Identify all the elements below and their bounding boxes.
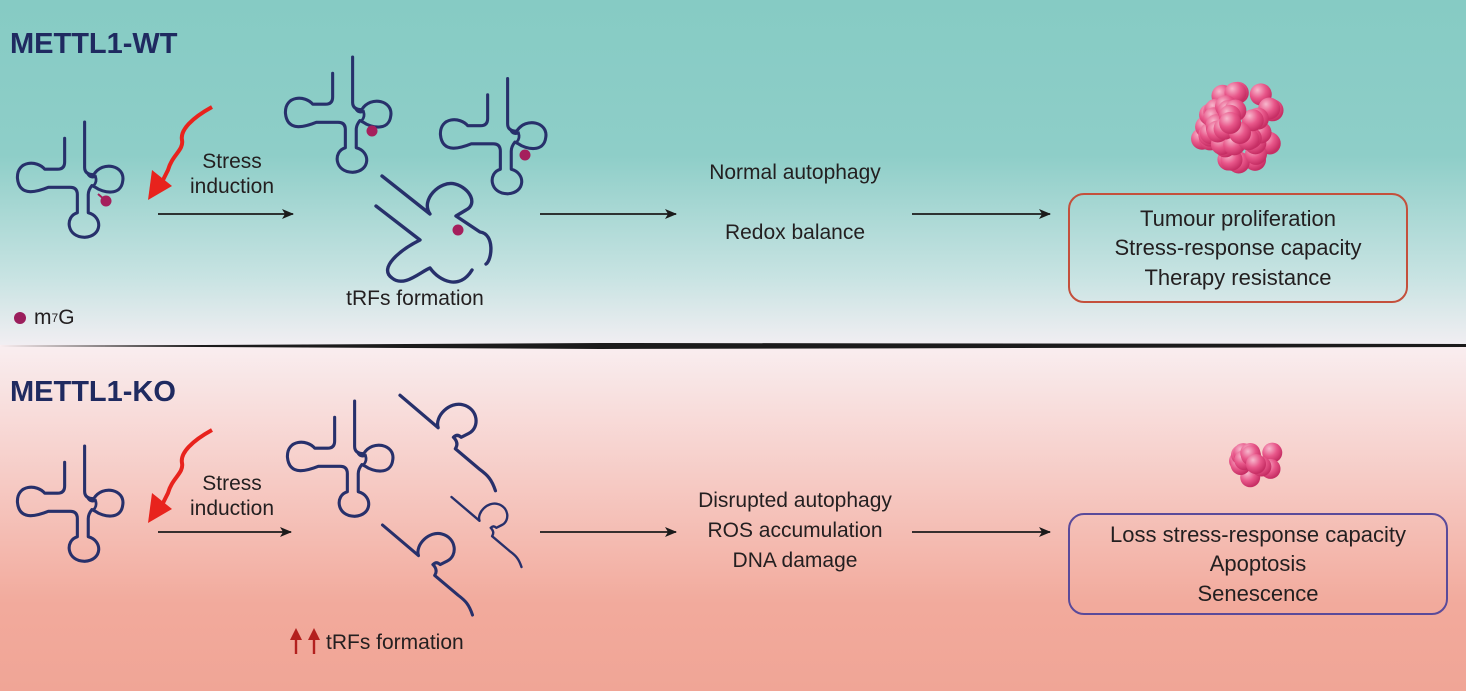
wt-trna-2 bbox=[438, 76, 548, 196]
wt-outcome-box: Tumour proliferation Stress-response cap… bbox=[1068, 193, 1408, 303]
ko-outcome-senescence: Senescence bbox=[1197, 580, 1319, 606]
panel-divider bbox=[0, 343, 1466, 349]
ko-upregulation-arrows-icon bbox=[290, 628, 320, 654]
m7g-dot-icon bbox=[519, 149, 531, 161]
tumour-cell bbox=[1262, 442, 1283, 463]
m7g-dot-icon bbox=[14, 312, 26, 324]
ko-trf-fragment bbox=[398, 393, 498, 493]
wt-outcome-therapy-resistance: Therapy resistance bbox=[1144, 264, 1332, 290]
m7g-dot-icon bbox=[452, 224, 464, 236]
stress-label-line: Stress bbox=[202, 472, 262, 495]
ko-panel bbox=[0, 345, 1466, 691]
tumour-cell bbox=[1246, 454, 1267, 475]
ko-stress-label: Stress induction bbox=[182, 471, 282, 521]
wt-trna-input bbox=[15, 120, 125, 239]
legend-sup: 7 bbox=[51, 311, 59, 325]
ko-effect-dna-damage: DNA damage bbox=[732, 549, 858, 572]
wt-trf-cleaved bbox=[374, 174, 493, 284]
wt-stress-label: Stress induction bbox=[182, 149, 282, 199]
m7g-dot-icon bbox=[366, 125, 378, 137]
ko-effect-ros: ROS accumulation bbox=[707, 519, 883, 542]
ko-trfs-label: tRFs formation bbox=[326, 631, 464, 654]
ko-effect-autophagy: Disrupted autophagy bbox=[698, 489, 892, 512]
wt-panel bbox=[0, 0, 1466, 345]
ko-outcome-apoptosis: Apoptosis bbox=[1209, 551, 1307, 577]
ko-title: METTL1-KO bbox=[10, 376, 176, 408]
stress-label-line: Stress bbox=[202, 150, 262, 173]
induction-label-line: induction bbox=[189, 175, 275, 198]
wt-effect-redox: Redox balance bbox=[724, 221, 866, 244]
induction-label-line: induction bbox=[189, 497, 275, 520]
ko-trna-input bbox=[15, 444, 125, 563]
ko-trf-fragment bbox=[380, 523, 475, 617]
wt-stress-arrow-icon bbox=[148, 105, 213, 200]
wt-title: METTL1-WT bbox=[10, 28, 178, 60]
ko-outcome-loss-capacity: Loss stress-response capacity bbox=[1110, 521, 1406, 547]
ko-outcome-box: Loss stress-response capacity Apoptosis … bbox=[1068, 513, 1448, 615]
wt-effect-autophagy: Normal autophagy bbox=[709, 161, 881, 184]
ko-trf-fragment bbox=[449, 495, 524, 569]
wt-trna-1 bbox=[283, 55, 393, 175]
ko-stress-arrow-icon bbox=[148, 428, 213, 523]
ko-effects: Disrupted autophagy ROS accumulation DNA… bbox=[670, 486, 920, 576]
wt-outcome-proliferation: Tumour proliferation bbox=[1139, 205, 1337, 231]
legend-m: m bbox=[34, 306, 52, 329]
m7g-dot-icon bbox=[100, 195, 112, 207]
wt-tumour-cluster-icon bbox=[1191, 81, 1284, 174]
wt-outcome-stress-capacity: Stress-response capacity bbox=[1114, 235, 1362, 261]
tumour-cell bbox=[1219, 111, 1242, 134]
ko-trna-1 bbox=[285, 399, 395, 519]
ko-tumour-cluster-icon bbox=[1229, 442, 1283, 488]
legend-g: G bbox=[58, 306, 75, 329]
wt-trfs-label: tRFs formation bbox=[346, 287, 484, 310]
